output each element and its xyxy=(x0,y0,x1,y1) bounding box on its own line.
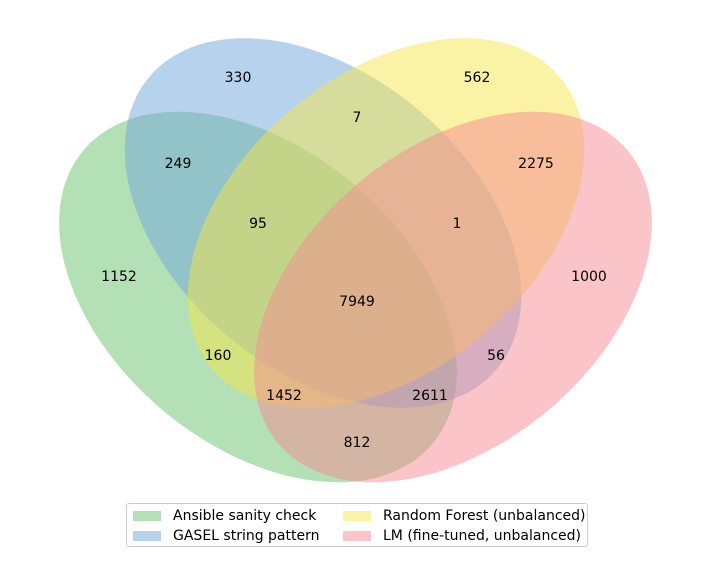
ellipse-lm-fine-tuned-unbalanced xyxy=(254,111,652,483)
region-count-gasel-lm: 56 xyxy=(487,348,505,364)
region-count-gasel-only: 330 xyxy=(225,70,252,86)
region-count-all-four: 7949 xyxy=(339,294,375,310)
region-count-random-forest-lm: 2275 xyxy=(518,156,554,172)
region-counts: 330 562 7 249 2275 95 1 1152 1000 7949 1… xyxy=(101,70,607,451)
region-count-gasel-random-forest: 7 xyxy=(353,110,362,126)
legend-swatch-random-forest-unbalanced xyxy=(343,511,371,521)
legend-label-random-forest-unbalanced: Random Forest (unbalanced) xyxy=(383,508,586,524)
region-count-ansible-lm: 812 xyxy=(344,435,371,451)
legend-label-ansible-sanity-check: Ansible sanity check xyxy=(173,508,317,524)
legend-item-random-forest-unbalanced: Random Forest (unbalanced) xyxy=(343,506,586,526)
legend-item-gasel-string-pattern: GASEL string pattern xyxy=(133,526,320,546)
legend-swatch-gasel-string-pattern xyxy=(133,531,161,541)
region-count-lm-only: 1000 xyxy=(571,269,607,285)
region-count-ansible-gasel-random-forest: 95 xyxy=(249,216,267,232)
region-count-gasel-random-forest-lm: 1 xyxy=(453,216,462,232)
region-count-ansible-random-forest: 160 xyxy=(205,348,232,364)
region-count-random-forest-only: 562 xyxy=(464,70,491,86)
legend-label-lm-fine-tuned-unbalanced: LM (fine-tuned, unbalanced) xyxy=(383,528,581,544)
legend-item-ansible-sanity-check: Ansible sanity check xyxy=(133,506,316,526)
venn-diagram: 330 562 7 249 2275 95 1 1152 1000 7949 1… xyxy=(59,38,652,483)
region-count-ansible-only: 1152 xyxy=(101,269,137,285)
legend-swatch-lm-fine-tuned-unbalanced xyxy=(343,531,371,541)
legend-item-lm-fine-tuned-unbalanced: LM (fine-tuned, unbalanced) xyxy=(343,526,581,546)
legend: Ansible sanity check GASEL string patter… xyxy=(126,503,588,547)
legend-swatch-ansible-sanity-check xyxy=(133,511,161,521)
legend-label-gasel-string-pattern: GASEL string pattern xyxy=(173,528,320,544)
region-count-ansible-gasel-lm: 2611 xyxy=(412,388,448,404)
region-count-ansible-random-forest-lm: 1452 xyxy=(266,388,302,404)
region-count-ansible-gasel: 249 xyxy=(165,156,192,172)
